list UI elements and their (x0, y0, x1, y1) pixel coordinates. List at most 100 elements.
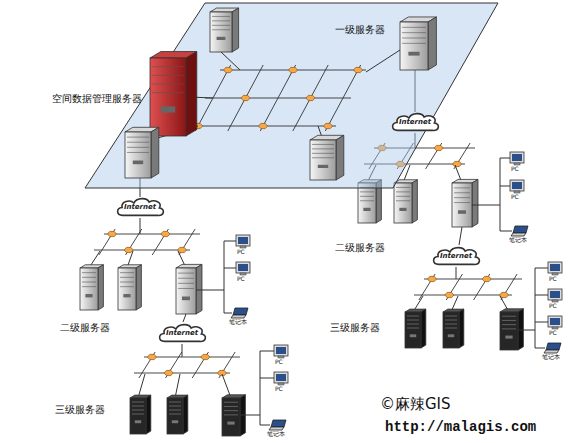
cloud-shape (433, 248, 479, 265)
server-front (310, 140, 336, 180)
wire (454, 192, 470, 193)
laptop-icon (231, 308, 248, 318)
wire (360, 200, 374, 201)
laptop-screen (233, 308, 248, 315)
wire (407, 328, 419, 329)
screen (276, 347, 286, 354)
label-holder: PC (237, 276, 245, 283)
network-grid (134, 352, 240, 378)
wire (500, 158, 501, 231)
hub-icon (453, 161, 462, 166)
laptop-screen (271, 420, 286, 427)
device-label: PC (511, 194, 519, 201)
device-label: PC (511, 166, 519, 173)
wire (224, 410, 238, 411)
wire (472, 205, 500, 206)
device-label: 笔记本 (267, 431, 285, 438)
server-slot (133, 161, 143, 165)
label-holder: 笔记本 (267, 431, 285, 438)
wire (454, 187, 470, 188)
stand (552, 300, 558, 302)
wire (120, 286, 134, 287)
wire (178, 283, 194, 284)
laptop-screen (513, 226, 528, 233)
cloud-shape (392, 114, 438, 131)
wire (132, 410, 144, 411)
wire (407, 320, 419, 321)
node-text: Internet (440, 252, 472, 260)
wire (360, 191, 374, 192)
label-holder: PC (237, 249, 245, 256)
wire (424, 279, 522, 280)
server-front (130, 398, 146, 434)
wire (183, 314, 186, 322)
stand (514, 191, 520, 193)
wire (224, 406, 238, 407)
server-icon (125, 127, 159, 178)
wire (535, 295, 548, 296)
wire (82, 286, 96, 287)
server-side (98, 265, 103, 310)
stand (552, 327, 558, 329)
screen (276, 374, 286, 381)
label-holder: PC (275, 386, 283, 393)
server-slot (217, 37, 226, 40)
wire (224, 414, 238, 415)
device-label: PC (237, 276, 245, 283)
wire (502, 320, 516, 321)
tier-label: 三级服务器 (330, 323, 380, 333)
server-side (186, 52, 197, 136)
server-front (452, 183, 472, 227)
wire (260, 378, 274, 379)
wire (312, 153, 334, 154)
wire (169, 402, 181, 403)
wire (132, 414, 144, 415)
internet-cloud: Internet (115, 196, 166, 218)
wire (500, 231, 512, 232)
pc-icon (236, 235, 250, 248)
monitor (510, 152, 524, 163)
hub-icon (324, 123, 333, 128)
monitor (548, 262, 562, 273)
wire (459, 227, 462, 245)
internet-cloud: Internet (390, 111, 441, 133)
wire (414, 295, 512, 296)
label-holder: ©麻辣GIS (380, 396, 451, 413)
server-front (118, 268, 136, 310)
server-front (125, 132, 151, 178)
wire (144, 357, 240, 358)
server-side (136, 265, 141, 310)
server-icon (210, 8, 239, 52)
pc-icon (274, 372, 288, 385)
hub-icon (428, 276, 437, 281)
server-side (183, 395, 188, 434)
wire (312, 157, 334, 158)
laptop-base (269, 427, 284, 430)
wire (82, 282, 96, 283)
wire (82, 272, 96, 273)
wire (169, 406, 181, 407)
wire (224, 268, 236, 269)
hub-icon (445, 292, 454, 297)
wire (134, 373, 230, 374)
laptop-base (544, 350, 559, 353)
wire (221, 52, 240, 70)
server-side (459, 309, 464, 348)
wire (212, 16, 230, 17)
server-front (167, 398, 183, 434)
wire (402, 32, 426, 33)
server-front (80, 268, 98, 310)
wire (396, 187, 410, 188)
server-front (405, 312, 421, 348)
device-label: 笔记本 (542, 354, 560, 361)
pc-icon (236, 262, 250, 275)
wire (500, 158, 510, 159)
screen (550, 318, 560, 325)
server-side (196, 264, 202, 314)
connector (140, 192, 141, 197)
device-label: 笔记本 (509, 237, 527, 244)
wire (402, 27, 426, 28)
server-side (428, 17, 436, 70)
hub-icon (201, 354, 210, 359)
